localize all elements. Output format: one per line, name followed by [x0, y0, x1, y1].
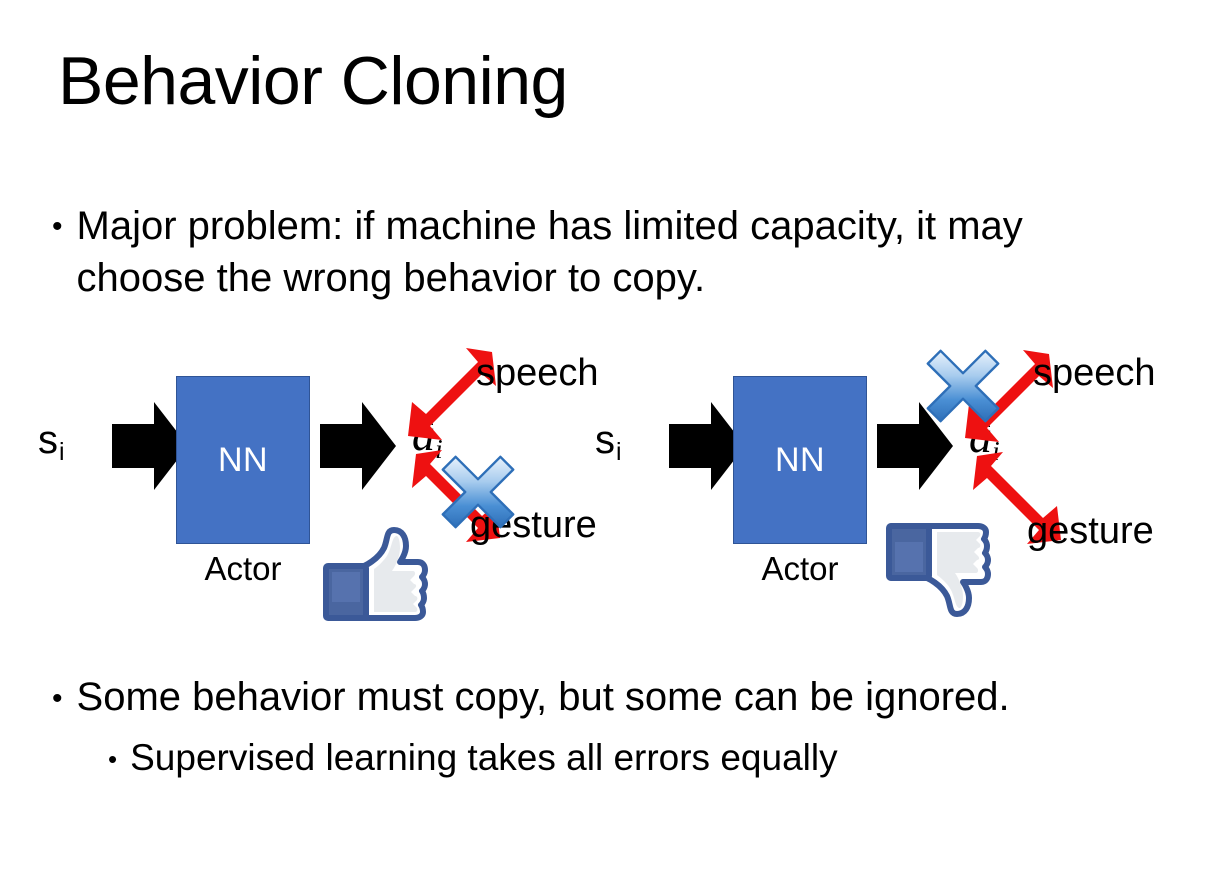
bullet-bottom-text-1: Some behavior must copy, but some can be… — [76, 675, 1010, 719]
input-state-label-left: si — [38, 418, 65, 466]
bullet-marker-icon: • — [108, 744, 118, 774]
input-arrow-left — [112, 398, 188, 499]
bullet-marker-icon: • — [52, 210, 63, 243]
input-state-label-right: si — [595, 418, 622, 466]
nn-box-label: NN — [774, 440, 826, 479]
input-arrow-right — [669, 398, 745, 499]
cross-out-icon-speech-right — [923, 346, 1003, 431]
output-arrow-left — [320, 398, 396, 499]
bullet-bottom-level1: • Some behavior must copy, but some can … — [52, 672, 1152, 722]
nn-box-left: NN — [176, 376, 310, 544]
branch-label-gesture-right: gesture — [1027, 510, 1154, 552]
bullet-bottom-text-2: Supervised learning takes all errors equ… — [130, 737, 838, 778]
nn-box-right: NN — [733, 376, 867, 544]
diagram-right: si NN Actor âi speech — [565, 340, 1165, 640]
cross-out-icon-gesture-left — [438, 452, 518, 537]
page-title: Behavior Cloning — [58, 43, 568, 119]
branch-label-speech-left: speech — [476, 352, 599, 394]
branch-arrow-gesture-left — [404, 450, 504, 555]
nn-box-label: NN — [217, 440, 269, 479]
branch-label-speech-right: speech — [1033, 352, 1156, 394]
branch-arrow-gesture-right — [965, 452, 1065, 557]
bullet-bottom-level2: • Supervised learning takes all errors e… — [108, 735, 1158, 781]
branch-arrow-speech-left — [404, 348, 504, 453]
thumbs-up-icon — [318, 526, 428, 627]
bullet-top: • Major problem: if machine has limited … — [52, 200, 1132, 304]
actor-caption-left: Actor — [204, 550, 282, 587]
actor-caption-right: Actor — [761, 550, 839, 587]
output-arrow-right — [877, 398, 953, 499]
bullet-marker-icon: • — [52, 682, 63, 715]
bullet-top-text: Major problem: if machine has limited ca… — [76, 204, 1023, 300]
thumbs-down-icon — [881, 522, 991, 623]
diagram-left: si NN Actor âi — [8, 340, 608, 640]
